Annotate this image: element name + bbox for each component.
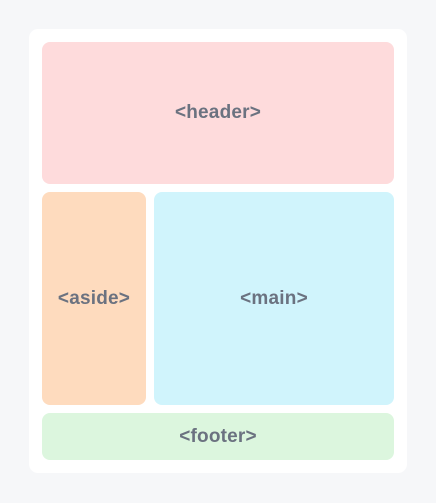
footer-block: <footer> bbox=[42, 413, 394, 460]
main-block: <main> bbox=[154, 192, 394, 405]
header-block: <header> bbox=[42, 42, 394, 184]
aside-block: <aside> bbox=[42, 192, 146, 405]
footer-label: <footer> bbox=[179, 425, 257, 447]
main-label: <main> bbox=[240, 287, 308, 309]
layout-card: <header> <aside> <main> <footer> bbox=[29, 29, 407, 473]
aside-label: <aside> bbox=[57, 287, 131, 309]
header-label: <header> bbox=[174, 102, 262, 123]
